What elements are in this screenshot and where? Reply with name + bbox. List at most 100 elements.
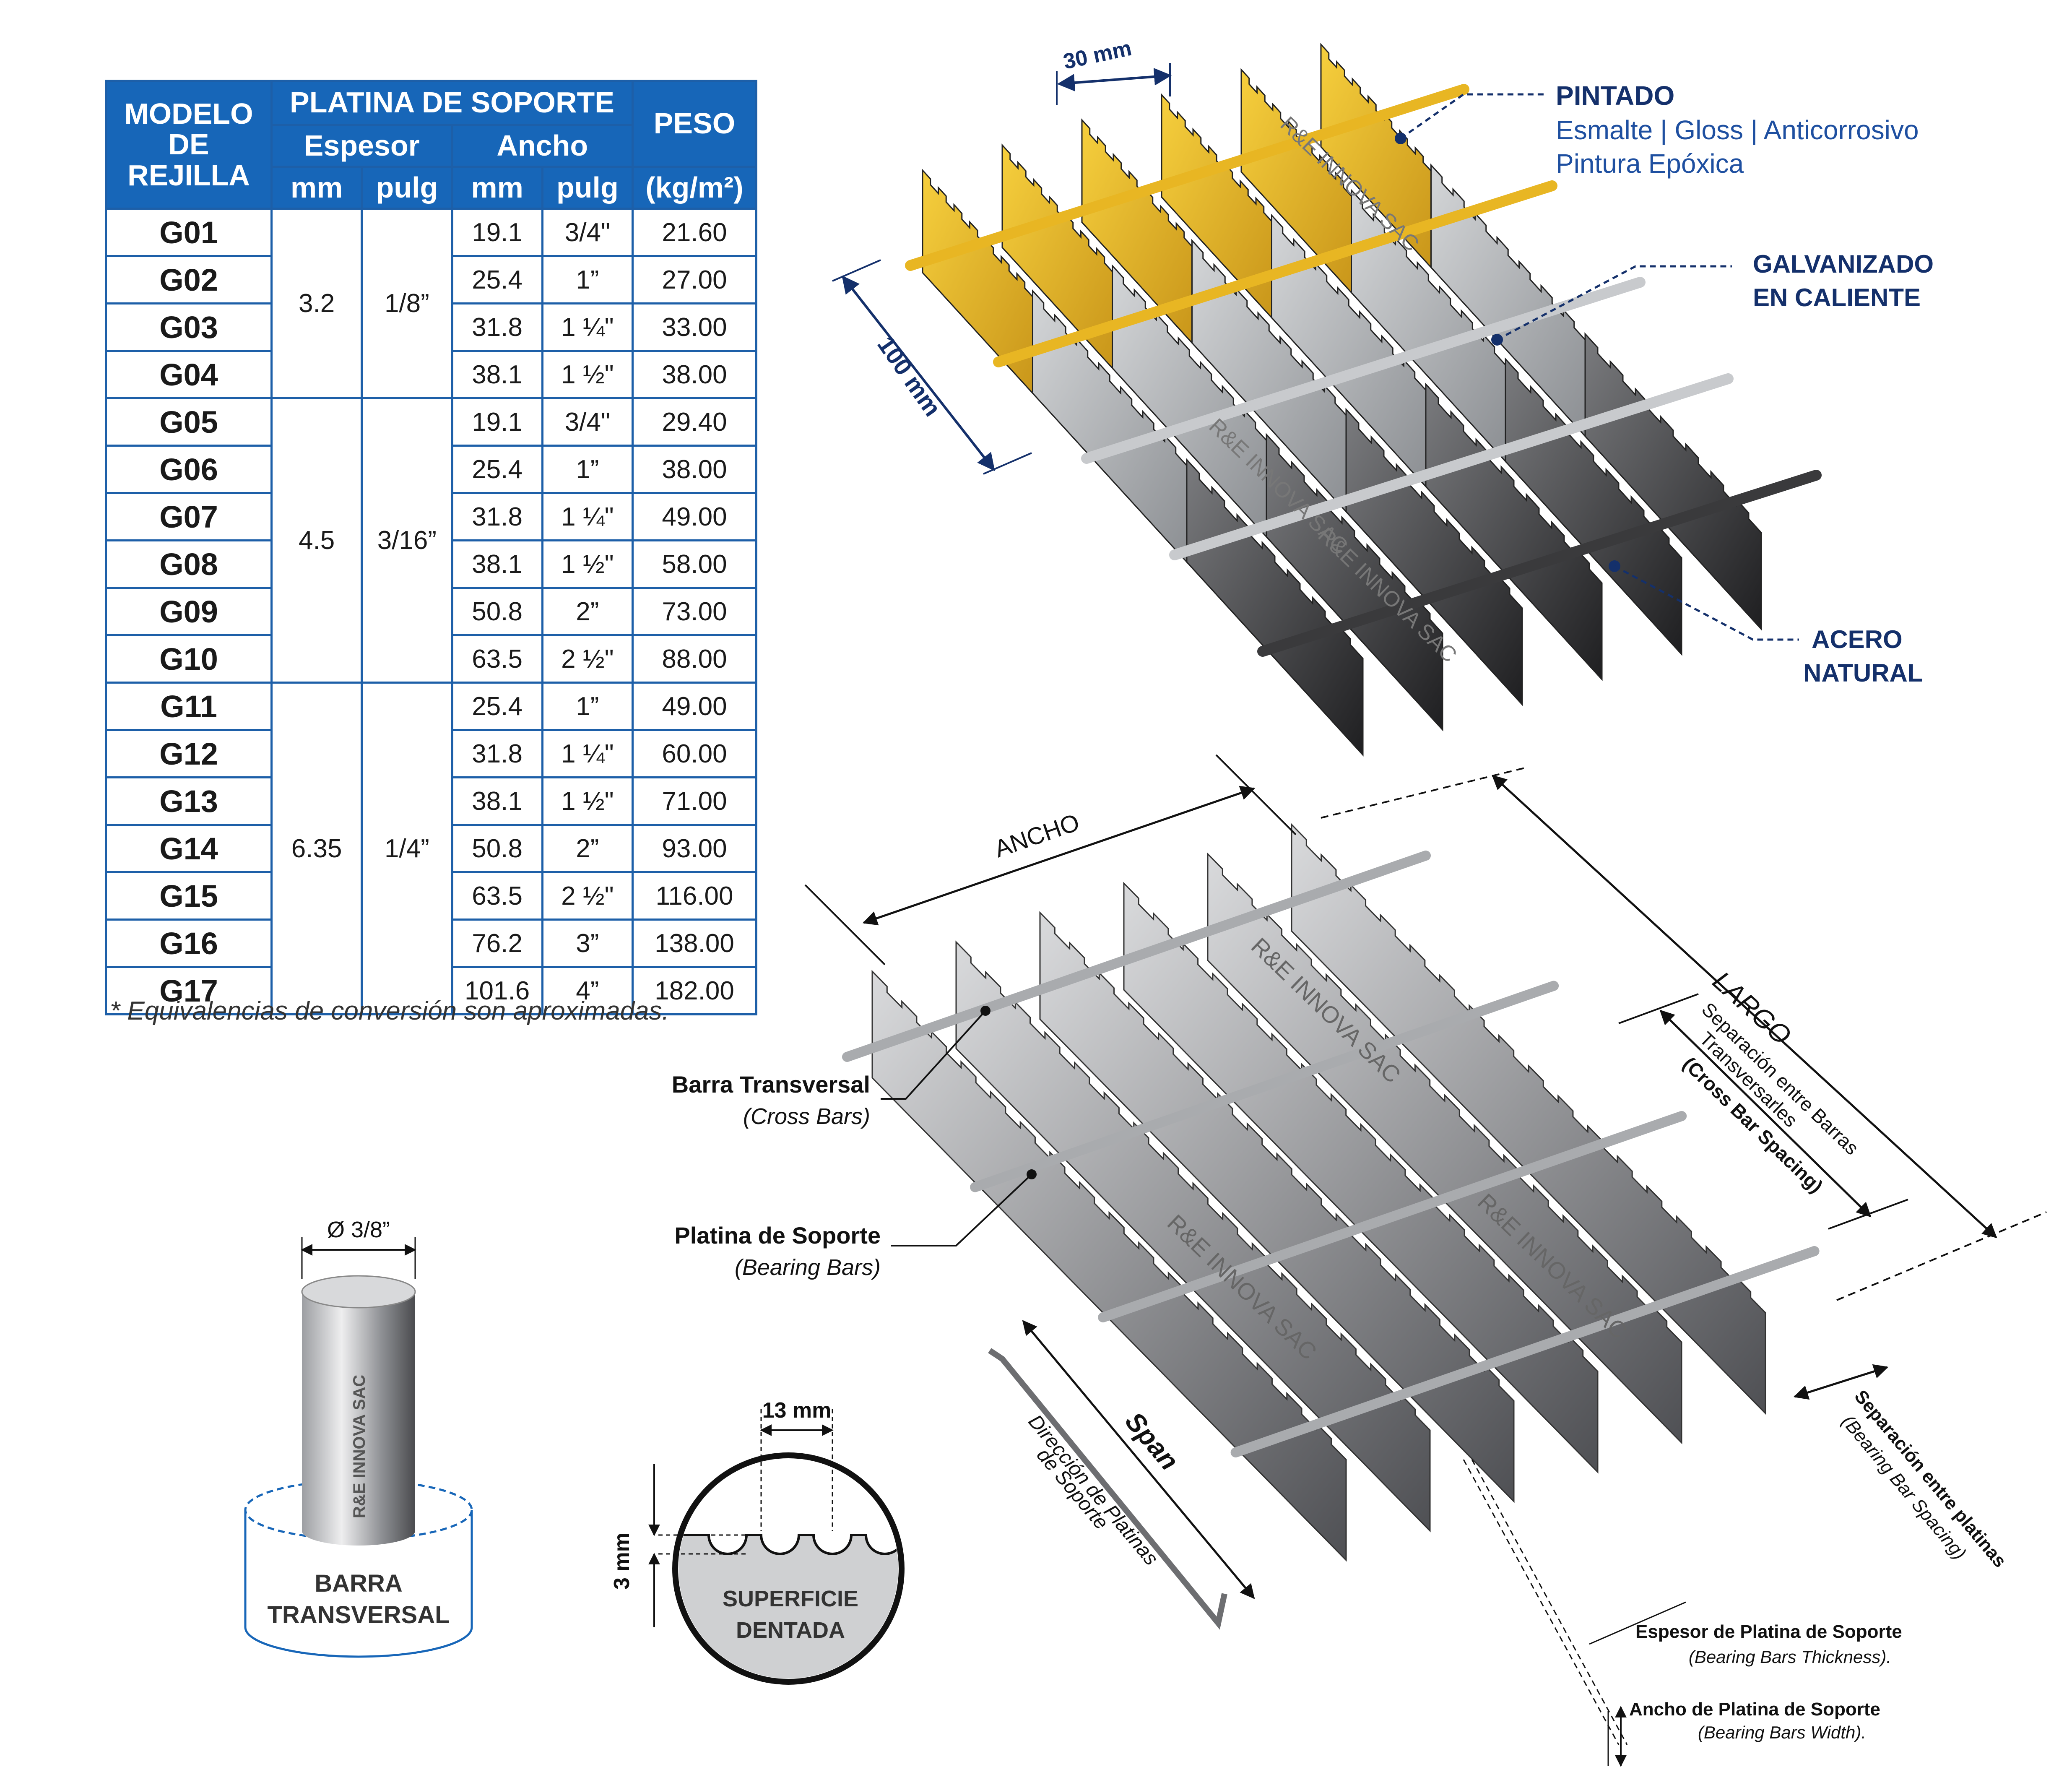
ancho-pulg-cell: 4” (541, 966, 634, 1015)
ancho-mm-cell: 101.6 (451, 966, 543, 1015)
ancho-pulg-cell: 1” (541, 445, 634, 494)
serration-13mm: 13 mm (762, 1398, 832, 1423)
ancho-pulg-cell: 1 ½" (541, 350, 634, 399)
rod-watermark: R&E INNOVA SAC (350, 1375, 369, 1518)
peso-cell: 49.00 (632, 682, 757, 731)
model-cell: G09 (105, 587, 273, 636)
ancho-pulg-cell: 1 ¼" (541, 302, 634, 352)
header-espesor: Espesor (270, 124, 453, 168)
top-cross-bar (1169, 373, 1734, 560)
ancho-pulg-cell: 1” (541, 682, 634, 731)
ancho-mm-cell: 38.1 (451, 539, 543, 589)
peso-cell: 73.00 (632, 587, 757, 636)
rod-label-1: BARRA (315, 1570, 402, 1597)
top-bearing-bar-segment (1271, 213, 1427, 488)
sep-bear-1: Separación entre platinas (1850, 1386, 2010, 1572)
header-platina: PLATINA DE SOPORTE (270, 80, 634, 126)
header-espesor-pulg: pulg (361, 166, 453, 210)
espesor-pulg-cell: 1/8” (361, 208, 453, 399)
espesor-mm-cell: 6.35 (270, 682, 363, 1015)
header-model: MODELO DE REJILLA (105, 80, 273, 210)
bearing-bar-label: Platina de Soporte (674, 1222, 881, 1249)
width-label: Ancho de Platina de Soporte (1629, 1699, 1880, 1720)
ancho-mm-cell: 25.4 (451, 255, 543, 304)
ancho-pulg-cell: 3/4" (541, 397, 634, 447)
ancho-pulg-cell: 1” (541, 255, 634, 304)
dim-bearing-bar-spacing: Separación entre platinas (Bearing Bar S… (1793, 1364, 2010, 1572)
top-bearing-bar-segment (1112, 264, 1267, 539)
top-bearing-bar-segment (1430, 163, 1586, 438)
model-cell: G01 (105, 208, 273, 257)
bottom-cross-bar (842, 851, 1431, 1062)
espesor-pulg-cell: 3/16” (361, 397, 453, 684)
ancho-pulg-cell: 1 ¼" (541, 492, 634, 541)
cross-bar-sub: (Cross Bars) (743, 1104, 870, 1129)
header-espesor-mm: mm (270, 166, 363, 210)
serration-detail: 13 mm 3 mm SUPERFICIE DENTADA (610, 1398, 905, 1685)
galv-line1: GALVANIZADO (1753, 250, 1934, 278)
callout-galvanizado: GALVANIZADO EN CALIENTE (1491, 250, 1934, 346)
rod-diameter: Ø 3/8” (327, 1217, 390, 1242)
span-label: Span (1119, 1406, 1185, 1476)
model-cell: G03 (105, 302, 273, 352)
peso-cell: 88.00 (632, 634, 757, 684)
peso-cell: 33.00 (632, 302, 757, 352)
header-ancho-pulg: pulg (541, 166, 634, 210)
ancho-pulg-cell: 2” (541, 824, 634, 873)
model-cell: G07 (105, 492, 273, 541)
header-ancho-mm: mm (451, 166, 543, 210)
model-cell: G04 (105, 350, 273, 399)
ancho-label: ANCHO (991, 809, 1083, 863)
bottom-bearing-bar (955, 940, 1431, 1533)
top-cross-bar (993, 180, 1557, 367)
pintado-line2: Pintura Epóxica (1556, 148, 1744, 179)
ancho-mm-cell: 31.8 (451, 492, 543, 541)
peso-cell: 29.40 (632, 397, 757, 447)
ancho-pulg-cell: 2 ½" (541, 871, 634, 921)
pintado-line1: Esmalte | Gloss | Anticorrosivo (1556, 115, 1919, 145)
bearing-bar-sub: (Bearing Bars) (735, 1255, 881, 1280)
callout-bearing-bar: Platina de Soporte (Bearing Bars) (674, 1169, 1037, 1280)
ancho-mm-cell: 31.8 (451, 302, 543, 352)
peso-cell: 93.00 (632, 824, 757, 873)
acero-line2: NATURAL (1803, 659, 1923, 687)
ancho-pulg-cell: 1 ¼" (541, 729, 634, 778)
ancho-mm-cell: 38.1 (451, 350, 543, 399)
top-bearing-bar-segment (1032, 289, 1188, 564)
pintado-title: PINTADO (1556, 81, 1674, 111)
ancho-mm-cell: 19.1 (451, 397, 543, 447)
cross-bar-label: Barra Transversal (672, 1071, 870, 1098)
ancho-mm-cell: 76.2 (451, 919, 543, 968)
callout-acero: ACERO NATURAL (1609, 560, 1923, 687)
bottom-bearing-bar (1207, 852, 1682, 1444)
bottom-cross-bar (970, 981, 1559, 1192)
model-cell: G10 (105, 634, 273, 684)
thickness-label: Espesor de Platina de Soporte (1635, 1621, 1902, 1642)
serration-label-2: DENTADA (736, 1618, 845, 1643)
top-cross-bar (1081, 277, 1646, 464)
ancho-pulg-cell: 2 ½" (541, 634, 634, 684)
conversion-note: * Equivalencias de conversión son aproxi… (110, 997, 669, 1025)
top-cross-bar (905, 84, 1469, 271)
ancho-pulg-cell: 1 ½" (541, 539, 634, 589)
ancho-pulg-cell: 3” (541, 919, 634, 968)
bottom-cross-bar (1230, 1246, 1820, 1457)
specs-table: MODELO DE REJILLA PLATINA DE SOPORTE PES… (105, 80, 757, 1015)
model-cell: G15 (105, 871, 273, 921)
dim-100mm-label: 100 mm (872, 331, 946, 421)
bottom-bearing-bar (1123, 882, 1599, 1474)
peso-cell: 71.00 (632, 776, 757, 826)
rod-label-2: TRANSVERSAL (267, 1601, 450, 1629)
ancho-pulg-cell: 3/4" (541, 208, 634, 257)
serration-label-1: SUPERFICIE (723, 1586, 858, 1611)
